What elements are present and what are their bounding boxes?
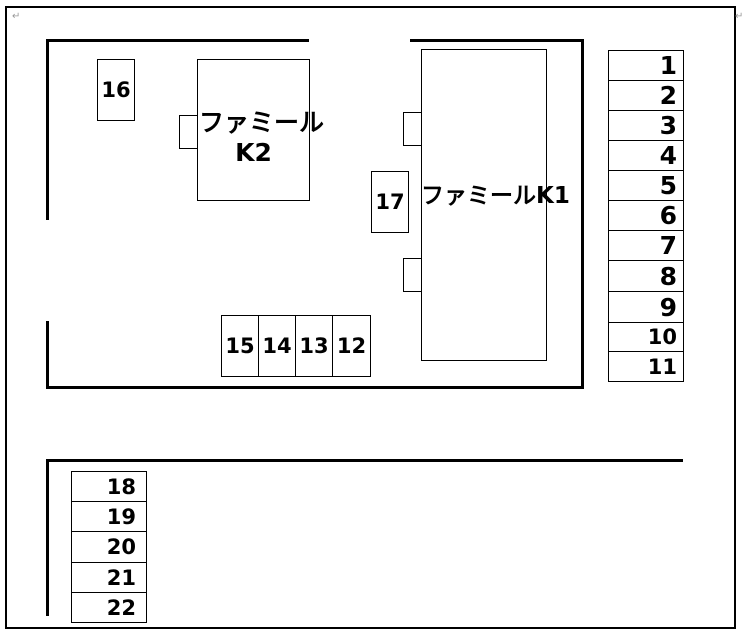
parking-lot-4: 4 bbox=[608, 140, 684, 171]
building-k2-name: ファミール bbox=[199, 108, 325, 137]
parking-lot-6: 6 bbox=[608, 200, 684, 231]
parking-lot-2: 2 bbox=[608, 80, 684, 111]
parking-lot-17: 17 bbox=[371, 171, 409, 233]
map-frame bbox=[5, 6, 736, 629]
lower-lot-wall-top bbox=[46, 459, 683, 462]
return-mark-left: ↵ bbox=[12, 11, 21, 22]
lot-number: 8 bbox=[659, 261, 677, 291]
parking-lot-16: 16 bbox=[97, 59, 135, 121]
parking-lot-19: 19 bbox=[71, 501, 147, 532]
parking-lot-14: 14 bbox=[258, 315, 296, 377]
lot-number: 6 bbox=[659, 201, 677, 230]
lot-number: 2 bbox=[659, 81, 677, 110]
parking-lot-8: 8 bbox=[608, 260, 684, 292]
lot-number: 7 bbox=[659, 231, 677, 260]
parking-lot-9: 9 bbox=[608, 291, 684, 323]
site-wall-top-right bbox=[410, 39, 584, 42]
lot-number: 3 bbox=[659, 111, 677, 140]
site-wall-right bbox=[581, 39, 584, 389]
lot-number: 12 bbox=[336, 334, 367, 358]
lot-number: 19 bbox=[106, 504, 136, 529]
building-k2-code: K2 bbox=[235, 138, 272, 167]
lot-number: 9 bbox=[659, 292, 677, 322]
parking-lot-3: 3 bbox=[608, 110, 684, 141]
lot-number: 11 bbox=[647, 354, 677, 379]
lot-number: 1 bbox=[659, 51, 677, 80]
parking-lot-1: 1 bbox=[608, 50, 684, 81]
parking-lot-10: 10 bbox=[608, 322, 684, 352]
building-k1-entrance-lower bbox=[403, 258, 422, 292]
lot-number: 21 bbox=[106, 565, 136, 590]
parking-lot-13: 13 bbox=[295, 315, 333, 377]
parking-lot-22: 22 bbox=[71, 592, 147, 623]
parking-lot-12: 12 bbox=[332, 315, 371, 377]
lot-number: 20 bbox=[106, 535, 136, 559]
site-wall-left-lower bbox=[46, 321, 49, 389]
lower-lot-wall-left bbox=[46, 459, 49, 616]
parking-lot-21: 21 bbox=[71, 562, 147, 593]
building-k2-entrance bbox=[179, 115, 198, 149]
building-k1-label: ファミールK1 bbox=[421, 183, 570, 209]
building-k1-entrance-upper bbox=[403, 112, 422, 146]
lot-number: 22 bbox=[106, 595, 136, 620]
lot-number: 10 bbox=[647, 325, 677, 349]
parking-lot-5: 5 bbox=[608, 170, 684, 201]
return-mark-right: ↵ bbox=[735, 11, 744, 22]
lot-number: 15 bbox=[225, 334, 255, 358]
lot-number: 17 bbox=[375, 190, 405, 214]
site-wall-top-left bbox=[46, 39, 309, 42]
site-wall-bottom bbox=[46, 386, 584, 389]
site-wall-left-upper bbox=[46, 39, 49, 220]
lot-number: 4 bbox=[659, 141, 677, 170]
parking-lot-11: 11 bbox=[608, 351, 684, 382]
building-k1 bbox=[421, 49, 547, 361]
parking-lot-7: 7 bbox=[608, 230, 684, 261]
lot-number: 18 bbox=[106, 474, 136, 499]
lot-number: 16 bbox=[101, 78, 131, 102]
lot-number: 5 bbox=[659, 171, 677, 200]
building-k2-label: ファミール K2 bbox=[199, 108, 325, 168]
parking-lot-20: 20 bbox=[71, 531, 147, 563]
lot-number: 14 bbox=[262, 334, 292, 358]
lot-number: 13 bbox=[299, 334, 329, 358]
parking-lot-18: 18 bbox=[71, 471, 147, 502]
parking-lot-15: 15 bbox=[221, 315, 259, 377]
